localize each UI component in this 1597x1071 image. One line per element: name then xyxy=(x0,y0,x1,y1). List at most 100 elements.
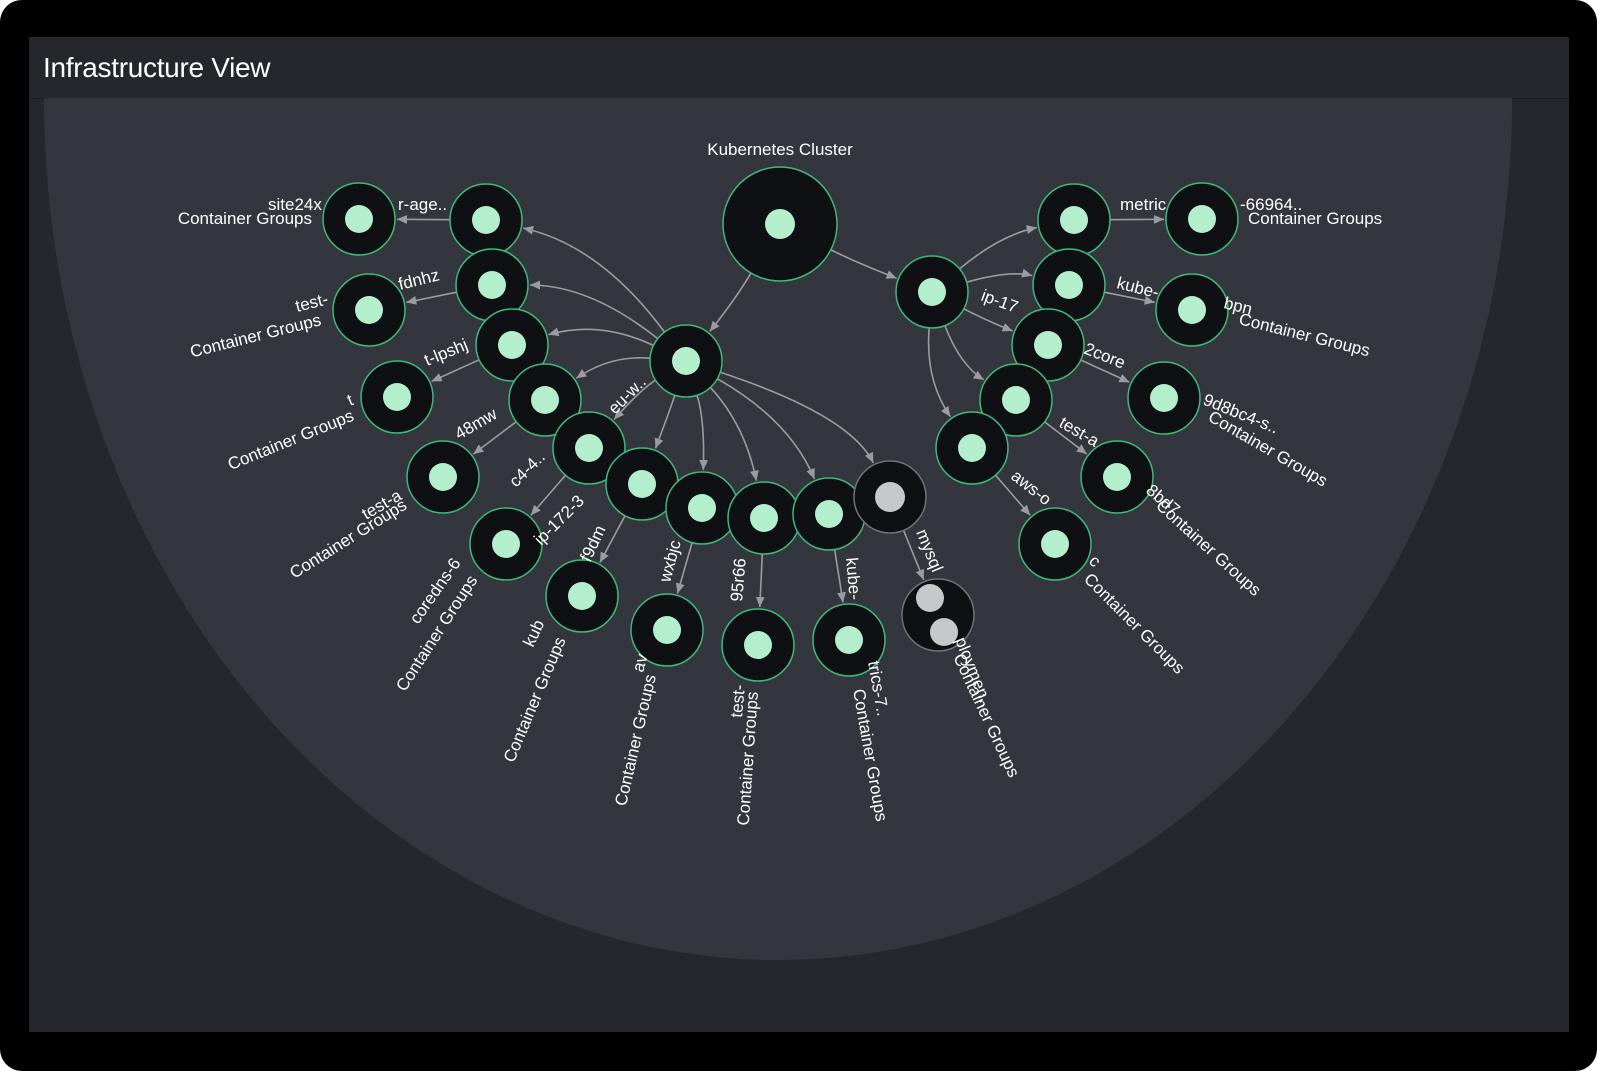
healthy-core xyxy=(492,530,520,558)
edge-hubL-L7 xyxy=(696,395,709,471)
cluster-label: Kubernetes Cluster xyxy=(707,140,853,159)
edge-hubL-L8 xyxy=(709,386,759,481)
node-hubR[interactable] xyxy=(895,255,969,329)
node-L8[interactable] xyxy=(727,481,801,555)
healthy-core xyxy=(750,504,778,532)
node-R1c[interactable] xyxy=(1165,182,1239,256)
edge-L6-L6c xyxy=(599,515,626,563)
node-L9[interactable] xyxy=(792,477,866,551)
node-name-label: 95r66 xyxy=(727,557,750,602)
edge-hubR-R5 xyxy=(927,327,952,418)
healthy-core xyxy=(744,631,772,659)
node-R3c[interactable] xyxy=(1127,361,1201,435)
node-L7[interactable] xyxy=(665,471,739,545)
container-groups-label: Container Groups xyxy=(178,209,312,228)
node-L10c[interactable] xyxy=(901,578,975,652)
node-name-label: -66964.. xyxy=(1240,195,1302,214)
healthy-core xyxy=(1188,205,1216,233)
node-L2c[interactable] xyxy=(332,273,406,347)
healthy-core xyxy=(815,500,843,528)
node-L3[interactable] xyxy=(475,308,549,382)
node-name-label: site24x xyxy=(268,195,322,214)
healthy-core xyxy=(1060,206,1088,234)
healthy-core xyxy=(1178,296,1206,324)
healthy-core xyxy=(1103,463,1131,491)
healthy-core xyxy=(478,271,506,299)
node-L8c[interactable] xyxy=(721,608,795,682)
nodes xyxy=(322,166,1239,682)
node-name-label: t xyxy=(344,390,356,409)
edge-hubR-R3 xyxy=(963,308,1013,332)
panel-title: Infrastructure View xyxy=(43,52,271,83)
container-groups-label: Container Groups xyxy=(1248,209,1382,228)
panel-header: Infrastructure View xyxy=(29,37,1569,104)
healthy-core xyxy=(355,296,383,324)
edge-hubL-L3 xyxy=(548,327,654,347)
node-R4[interactable] xyxy=(979,363,1053,437)
node-L2[interactable] xyxy=(455,248,529,322)
healthy-core xyxy=(688,494,716,522)
edge-L3-L3c xyxy=(431,359,480,383)
node-L7c[interactable] xyxy=(630,593,704,667)
node-R2c[interactable] xyxy=(1155,273,1229,347)
node-L4[interactable] xyxy=(508,363,582,437)
healthy-core xyxy=(672,347,700,375)
node-name-label: kube- xyxy=(842,557,865,601)
edge-hubR-R1 xyxy=(959,225,1037,270)
node-L5c[interactable] xyxy=(469,507,543,581)
edge-L2-L2c xyxy=(406,291,457,305)
edge-L8-L8c xyxy=(755,553,765,608)
healthy-core xyxy=(1002,386,1030,414)
edge-hubL-L1 xyxy=(522,225,666,333)
node-R5[interactable] xyxy=(935,411,1009,485)
edge-R3-R3c xyxy=(1080,359,1130,383)
edge-hubL-L4 xyxy=(575,356,651,380)
healthy-core xyxy=(1041,530,1069,558)
edge-hubL-L5 xyxy=(613,379,656,420)
inactive-core xyxy=(930,618,958,646)
node-L9c[interactable] xyxy=(812,603,886,677)
edge-hubR-R2 xyxy=(966,268,1033,283)
node-L5[interactable] xyxy=(552,411,626,485)
healthy-core xyxy=(918,278,946,306)
healthy-core xyxy=(765,209,795,239)
node-L6c[interactable] xyxy=(545,559,619,633)
node-R5c[interactable] xyxy=(1018,507,1092,581)
node-R4c[interactable] xyxy=(1080,440,1154,514)
healthy-core xyxy=(472,206,500,234)
edge-hubR-R4 xyxy=(944,325,985,381)
node-name-label: av xyxy=(629,651,652,674)
node-name-label: test- xyxy=(727,684,749,719)
node-L3c[interactable] xyxy=(360,360,434,434)
healthy-core xyxy=(653,616,681,644)
healthy-core xyxy=(568,582,596,610)
node-R1[interactable] xyxy=(1037,183,1111,257)
edges xyxy=(396,214,1165,608)
cluster-node[interactable] xyxy=(722,166,838,282)
node-hubL[interactable] xyxy=(649,324,723,398)
edge-root-hubL xyxy=(709,272,752,332)
healthy-core xyxy=(345,205,373,233)
node-name-label: metric xyxy=(1120,195,1167,214)
node-L10[interactable] xyxy=(853,460,927,534)
edge-R4-R4c xyxy=(1044,421,1088,455)
healthy-core xyxy=(383,383,411,411)
healthy-core xyxy=(429,463,457,491)
edge-hubL-L2 xyxy=(529,280,659,340)
edge-root-hubR xyxy=(830,249,897,279)
node-L4c[interactable] xyxy=(406,440,480,514)
inactive-core xyxy=(916,584,944,612)
edge-R2-R2c xyxy=(1104,291,1155,305)
node-L1c[interactable] xyxy=(322,182,396,256)
node-R3[interactable] xyxy=(1011,308,1085,382)
edge-L7-L7c xyxy=(675,542,693,594)
infrastructure-panel: Infrastructure View Kubernetes Cluster si… xyxy=(29,37,1569,1032)
healthy-core xyxy=(531,386,559,414)
inactive-core xyxy=(875,482,905,512)
healthy-core xyxy=(628,470,656,498)
healthy-core xyxy=(1150,384,1178,412)
healthy-core xyxy=(575,434,603,462)
node-L1[interactable] xyxy=(449,183,523,257)
